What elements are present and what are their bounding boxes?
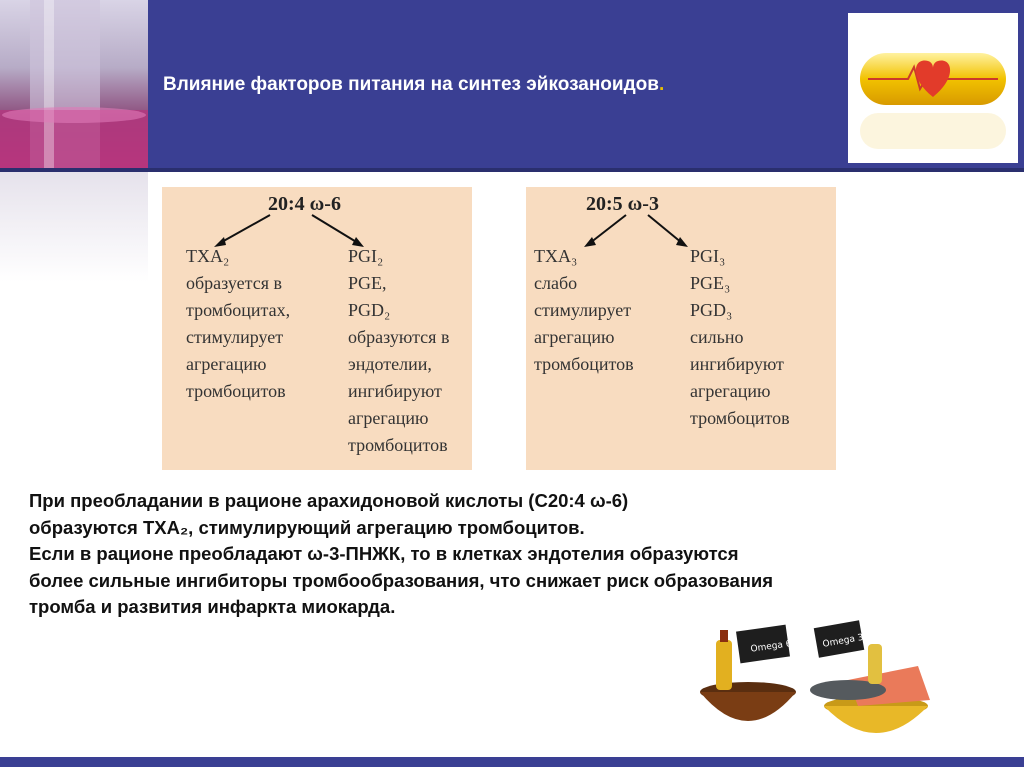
text-line: тромбоцитов [690,408,790,428]
flask-image [0,0,148,168]
omega3-diagram: 20:5 ω-3 ТХА₃ слабо стимулирует агрегаци… [526,187,836,470]
text-line: PGE, [348,273,387,293]
text-line: сильно [690,327,744,347]
omega3-right-column: PGI₃ PGE₃ PGD₃ сильно ингибируют агрегац… [690,243,790,432]
text-line: тромбоцитов [186,381,286,401]
omega6-arrows [214,214,364,247]
text-line: ТХА₃ [534,246,578,266]
text-line: PGD₂ [348,300,391,320]
text-line: тромбоцитов [534,354,634,374]
text-line: стимулирует [534,300,632,320]
text-line: агрегацию [534,327,615,347]
flask-reflection [0,172,148,282]
omega3-title: 20:5 ω-3 [586,193,659,215]
text-line: PGD₃ [690,300,733,320]
footer-bar [0,757,1024,767]
omega3-left-column: ТХА₃ слабо стимулирует агрегацию тромбоц… [534,243,634,378]
text-line: эндотелии, [348,354,432,374]
text-line: стимулирует [186,327,284,347]
text-line: агрегацию [348,408,429,428]
text-line: ингибируют [690,354,784,374]
heart-capsule-image [848,13,1018,163]
text-line: агрегацию [186,354,267,374]
text-line: ингибируют [348,381,442,401]
text-line: образуется в [186,273,282,293]
text-line: PGE₃ [690,273,731,293]
omega6-diagram: 20:4 ω-6 ТХА₂ образуется в тромбоцитах, … [162,187,472,470]
text-line: PGI₂ [348,246,384,266]
omega3-arrows [584,214,688,247]
text-line: тромбоцитах, [186,300,291,320]
text-line: тромбоцитов [348,435,448,455]
body-line: Если в рационе преобладают ω-3-ПНЖК, то … [29,543,739,564]
page-title: Влияние факторов питания на синтез эйкоз… [163,74,665,95]
text-line: образуются в [348,327,450,347]
text-line: ТХА₂ [186,246,230,266]
text-line: слабо [534,273,578,293]
body-line: образуются ТХА₂, стимулирующий агрегацию… [29,516,585,538]
header-divider [0,168,1024,172]
omega6-left-column: ТХА₂ образуется в тромбоцитах, стимулиру… [186,243,290,405]
omega6-right-column: PGI₂ PGE, PGD₂ образуются в эндотелии, и… [348,243,449,459]
text-line: агрегацию [690,381,771,401]
body-line: При преобладании в рационе арахидоновой … [29,490,629,511]
body-line: тромба и развития инфаркта миокарда. [29,596,396,617]
omega-food-bowls-image: Omega 6 Omega 3 [698,620,938,760]
text-line: PGI₃ [690,246,726,266]
omega6-title: 20:4 ω-6 [268,193,341,215]
body-line: более сильные ингибиторы тромбообразован… [29,569,774,591]
body-paragraph: При преобладании в рационе арахидоновой … [29,488,989,621]
